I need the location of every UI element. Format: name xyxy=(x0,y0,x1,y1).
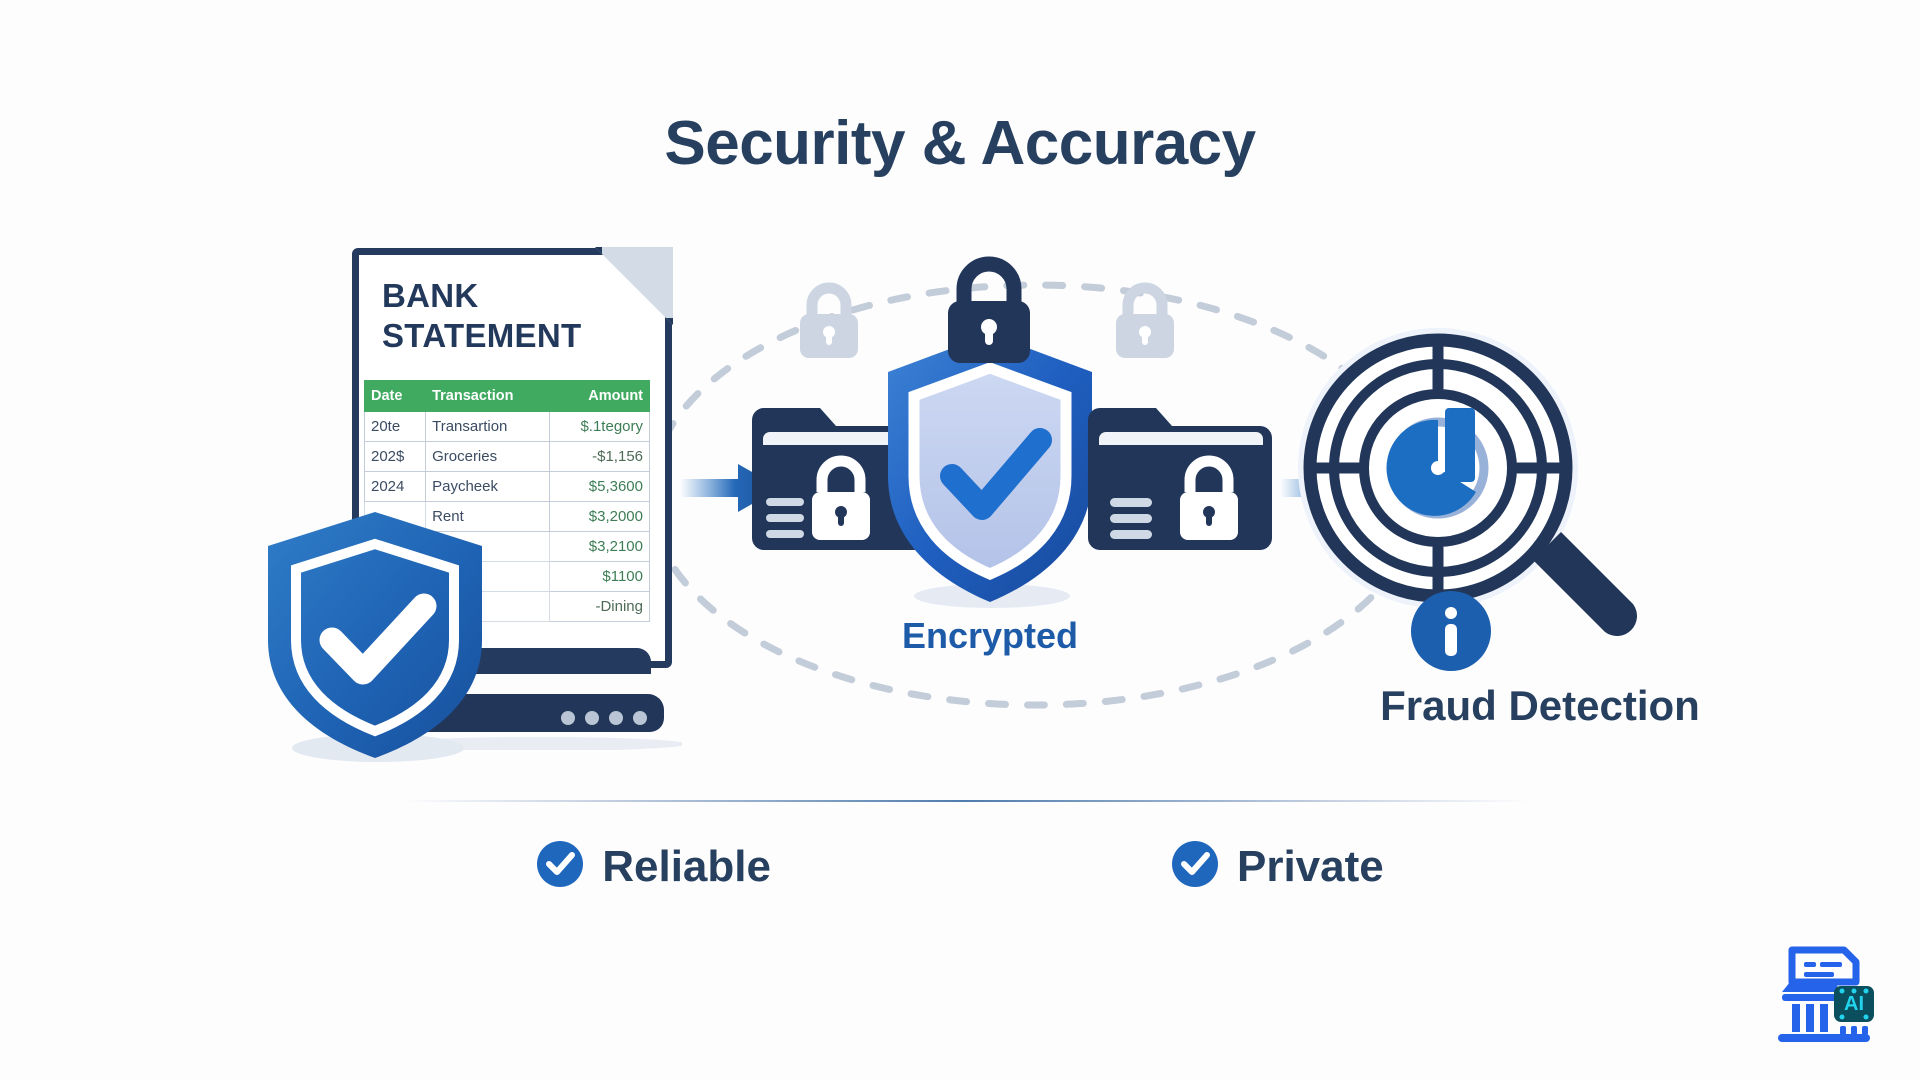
table-row: 2024 Paycheek $5,3600 xyxy=(363,471,650,502)
transactions-table: Date Transaction Amount 20te Transartion… xyxy=(363,380,650,622)
cell-amount: -Dining xyxy=(549,591,650,622)
locked-folder-icon xyxy=(1080,400,1280,560)
check-circle-icon xyxy=(536,840,584,893)
cell-amount: $1100 xyxy=(549,561,650,592)
cell-transaction: Groceries xyxy=(425,441,551,472)
table-row: 202$ Groceries -$1,156 xyxy=(363,441,650,472)
column-header-transaction: Transaction xyxy=(425,380,551,412)
page-title: Security & Accuracy xyxy=(664,109,1256,178)
logo-ai-text: AI xyxy=(1844,993,1864,1015)
shield-check-icon xyxy=(250,500,500,770)
encrypted-label: Encrypted xyxy=(901,615,1079,656)
cell-amount: $3,2000 xyxy=(549,501,650,532)
cell-amount: $5,3600 xyxy=(549,471,650,502)
padlock-faded-icon xyxy=(1110,280,1180,362)
cell-transaction: Transartion xyxy=(425,411,551,442)
bank-statement-document: BANK STATEMENT Date Transaction Amount 2… xyxy=(352,247,673,668)
check-circle-icon xyxy=(1171,840,1219,893)
badge-reliable: Reliable xyxy=(536,840,771,893)
section-divider xyxy=(400,800,1530,802)
cell-transaction: Paycheek xyxy=(425,471,551,502)
table-header-row: Date Transaction Amount xyxy=(363,380,650,412)
badge-private: Private xyxy=(1171,840,1384,893)
bank-ai-logo: AI xyxy=(1768,938,1880,1050)
fraud-detection-label: Fraud Detection xyxy=(1380,682,1700,729)
cell-date: 2024 xyxy=(363,471,427,502)
cell-date: 20te xyxy=(363,411,427,442)
table-row: 20te Transartion $.1tegory xyxy=(363,411,650,442)
cell-transaction: Rent xyxy=(425,501,551,532)
badge-label: Private xyxy=(1236,841,1384,891)
column-header-amount: Amount xyxy=(549,380,650,412)
encrypted-shield-icon xyxy=(880,330,1100,610)
cell-date: 202$ xyxy=(363,441,427,472)
document-heading-line2: STATEMENT xyxy=(382,317,582,354)
padlock-icon xyxy=(940,255,1038,367)
cell-amount: $.1tegory xyxy=(549,411,650,442)
feature-badges: Reliable Private xyxy=(0,840,1920,893)
badge-label: Reliable xyxy=(602,841,771,891)
info-badge-icon xyxy=(1410,590,1492,672)
document-heading-line1: BANK xyxy=(382,277,479,314)
column-header-date: Date xyxy=(363,380,427,412)
document-heading: BANK STATEMENT xyxy=(382,276,622,356)
cell-amount: -$1,156 xyxy=(549,441,650,472)
cell-amount: $3,2100 xyxy=(549,531,650,562)
padlock-faded-icon xyxy=(794,280,864,362)
